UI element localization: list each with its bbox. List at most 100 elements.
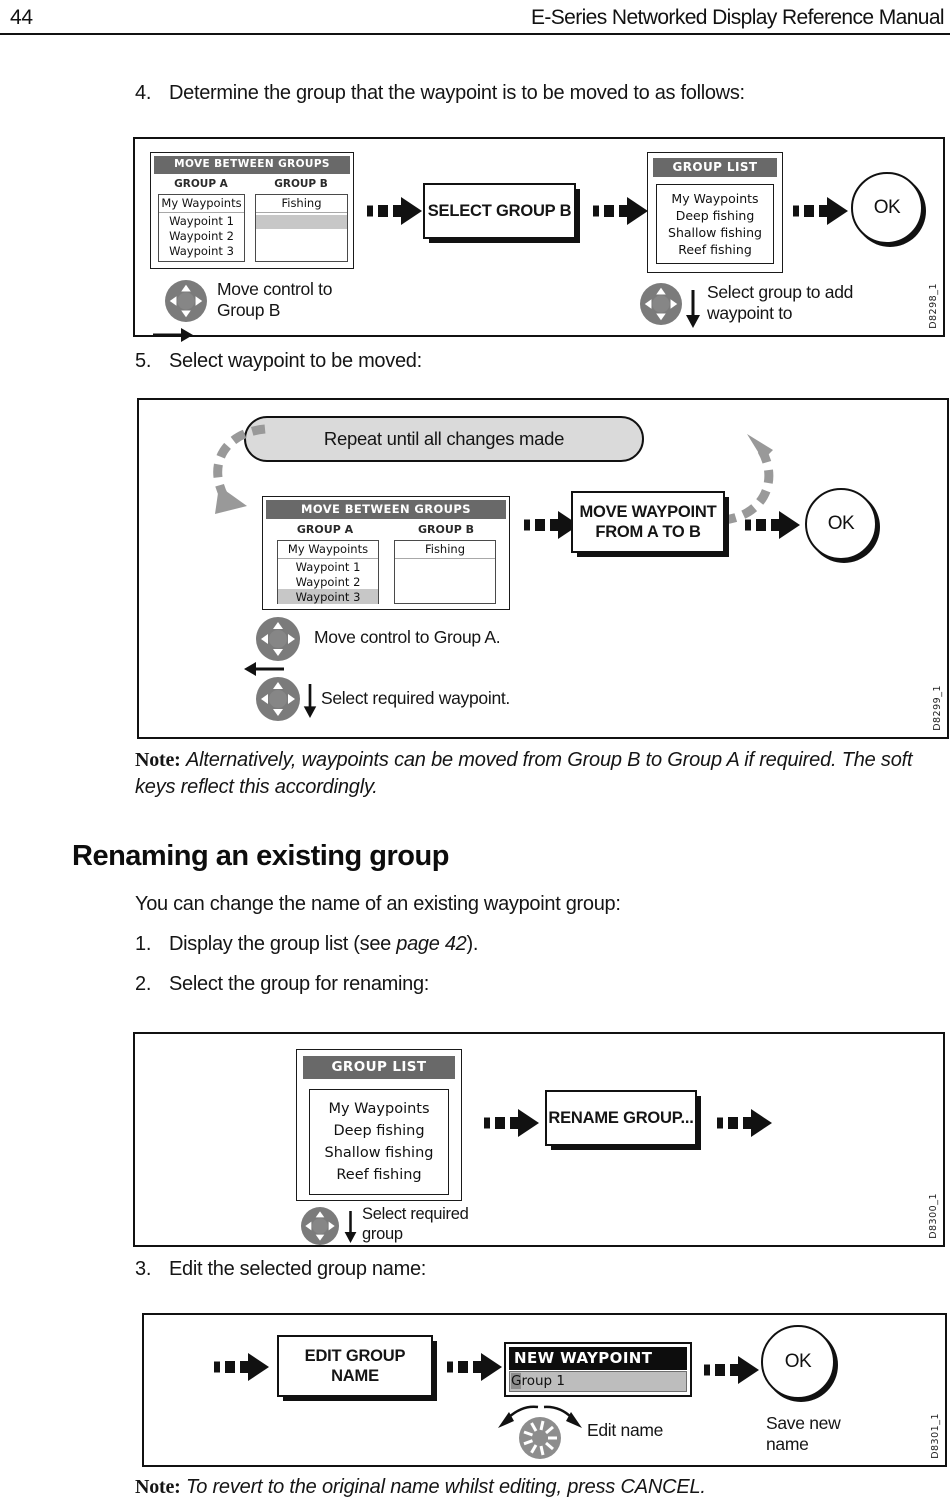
group-a-header: My Waypoints — [159, 195, 244, 213]
list-item: My Waypoints — [671, 191, 759, 206]
edit-group-name-softkey: EDIT GROUP NAME — [277, 1335, 433, 1397]
flow-arrow-icon — [704, 1356, 759, 1384]
list-item: Waypoint 2 — [295, 575, 361, 589]
header-rule — [0, 33, 950, 35]
list-item-selected: Waypoint 3 — [278, 589, 378, 604]
note-label: Note: — [135, 749, 181, 771]
joystick-icon — [640, 283, 682, 325]
caption-select-group: Select group to add waypoint to — [707, 282, 854, 323]
section-heading: Renaming an existing group — [72, 840, 449, 872]
section-intro: You can change the name of an existing w… — [135, 893, 621, 915]
group-b-label: GROUP B — [274, 178, 328, 190]
step-3-number: 3. — [135, 1258, 152, 1280]
ok-button: OK — [761, 1325, 835, 1399]
step-3: 3. Edit the selected group name: — [135, 1258, 935, 1281]
figure-id: D8300_1 — [928, 1193, 939, 1239]
group-list-panel: GROUP LIST My Waypoints Deep fishing Sha… — [647, 152, 783, 273]
panel-title-bar: GROUP LIST — [653, 158, 777, 177]
list-item: Shallow fishing — [668, 225, 762, 240]
group-a-list: My Waypoints Waypoint 1 Waypoint 2 Waypo… — [158, 194, 245, 262]
step-5-text: Select waypoint to be moved: — [169, 350, 422, 372]
page-number: 44 — [10, 6, 33, 29]
figure-edit-group-name: EDIT GROUP NAME NEW WAYPOINT Group 1 OK — [142, 1313, 947, 1467]
list-item: Shallow fishing — [324, 1145, 434, 1161]
flow-arrow-icon — [745, 511, 800, 539]
rename-group-softkey: RENAME GROUP... — [545, 1090, 697, 1146]
flow-arrow-icon — [214, 1353, 269, 1381]
flow-arrow-icon — [793, 197, 848, 225]
page-42-reference: page 42 — [396, 933, 467, 955]
joystick-icon — [256, 617, 300, 661]
group-list: My Waypoints Deep fishing Shallow fishin… — [656, 184, 774, 264]
note-label: Note: — [135, 1476, 181, 1498]
caption-save-name: Save new name — [766, 1413, 841, 1454]
down-arrow-icon — [344, 1211, 357, 1243]
flow-arrow-icon — [717, 1109, 772, 1137]
joystick-icon — [301, 1207, 339, 1245]
group-list-panel: GROUP LIST My Waypoints Deep fishing Sha… — [296, 1049, 462, 1201]
group-list: My Waypoints Deep fishing Shallow fishin… — [309, 1089, 449, 1195]
group-a-label: GROUP A — [296, 523, 354, 536]
group-b-header: Fishing — [395, 541, 495, 559]
list-item: Deep fishing — [675, 208, 755, 223]
panel-title-bar: MOVE BETWEEN GROUPS — [266, 500, 506, 519]
edit-cursor: G — [511, 1373, 522, 1389]
caption-edit-name: Edit name — [587, 1420, 664, 1440]
group-b-header: Fishing — [256, 195, 347, 213]
note-body: To revert to the original name whilst ed… — [186, 1476, 706, 1498]
page-title: E-Series Networked Display Reference Man… — [530, 6, 945, 29]
caption-move-control: Move control to Group B — [217, 279, 333, 320]
move-between-groups-panel: MOVE BETWEEN GROUPS GROUP A GROUP B My W… — [262, 496, 510, 610]
figure-select-group: MOVE BETWEEN GROUPS GROUP A GROUP B My W… — [133, 137, 945, 342]
repeat-arrow-right-icon — [722, 434, 774, 525]
list-item: Waypoint 1 — [295, 560, 361, 574]
list-item: Reef fishing — [336, 1167, 422, 1183]
move-between-groups-panel: MOVE BETWEEN GROUPS GROUP A GROUP B My W… — [150, 152, 354, 269]
flow-arrow-icon — [593, 197, 648, 225]
step-1-text: Display the group list (see page 42). — [169, 933, 479, 955]
note-1: Note: Alternatively, waypoints can be mo… — [135, 747, 930, 801]
step-4-number: 4. — [135, 82, 152, 104]
ok-button: OK — [805, 488, 877, 560]
rotary-knob-icon — [498, 1405, 582, 1459]
note-body: Alternatively, waypoints can be moved fr… — [135, 749, 913, 798]
flow-arrow-icon — [447, 1353, 502, 1381]
dialog-title-bar: NEW WAYPOINT — [509, 1347, 687, 1370]
figure-id: D8299_1 — [932, 685, 943, 731]
select-group-b-softkey: SELECT GROUP B — [423, 183, 576, 239]
group-b-list: Fishing — [255, 194, 348, 262]
group-a-label: GROUP A — [174, 178, 228, 190]
flow-arrow-icon — [367, 197, 422, 225]
step-5-number: 5. — [135, 350, 152, 372]
list-item: Waypoint 3 — [169, 244, 234, 258]
caption-select-waypoint: Select required waypoint. — [321, 688, 510, 708]
panel-title-bar: GROUP LIST — [303, 1056, 455, 1079]
move-waypoint-softkey: MOVE WAYPOINT FROM A TO B — [571, 491, 725, 553]
name-input-field: Group 1 — [509, 1371, 687, 1392]
step-5: 5. Select waypoint to be moved: — [135, 350, 935, 373]
new-waypoint-dialog: NEW WAYPOINT Group 1 — [504, 1342, 692, 1397]
figure-move-waypoint: Repeat until all changes made MOVE BETWE… — [137, 398, 949, 739]
figure-rename-group: GROUP LIST My Waypoints Deep fishing Sha… — [133, 1032, 945, 1247]
list-item: Waypoint 1 — [169, 214, 234, 228]
down-arrow-icon — [303, 684, 317, 718]
step-1-number: 1. — [135, 933, 152, 955]
step-2-number: 2. — [135, 973, 152, 995]
joystick-icon — [165, 280, 207, 322]
right-arrow-icon — [153, 328, 193, 342]
step-2-text: Select the group for renaming: — [169, 973, 430, 995]
down-arrow-icon — [686, 290, 700, 328]
flow-arrow-icon — [524, 511, 579, 539]
repeat-pill: Repeat until all changes made — [244, 416, 644, 462]
step-3-text: Edit the selected group name: — [169, 1258, 427, 1280]
flow-arrow-icon — [484, 1109, 539, 1137]
group-b-list: Fishing — [394, 540, 496, 604]
step-4: 4. Determine the group that the waypoint… — [135, 82, 935, 105]
list-item: My Waypoints — [328, 1101, 430, 1117]
list-item: Deep fishing — [333, 1123, 425, 1139]
group-a-header: My Waypoints — [278, 541, 378, 559]
caption-select-group: Select required group — [362, 1205, 469, 1243]
step-4-text: Determine the group that the waypoint is… — [169, 82, 745, 104]
step-1: 1. Display the group list (see page 42). — [135, 933, 935, 956]
repeat-arrow-left-icon — [213, 424, 266, 514]
